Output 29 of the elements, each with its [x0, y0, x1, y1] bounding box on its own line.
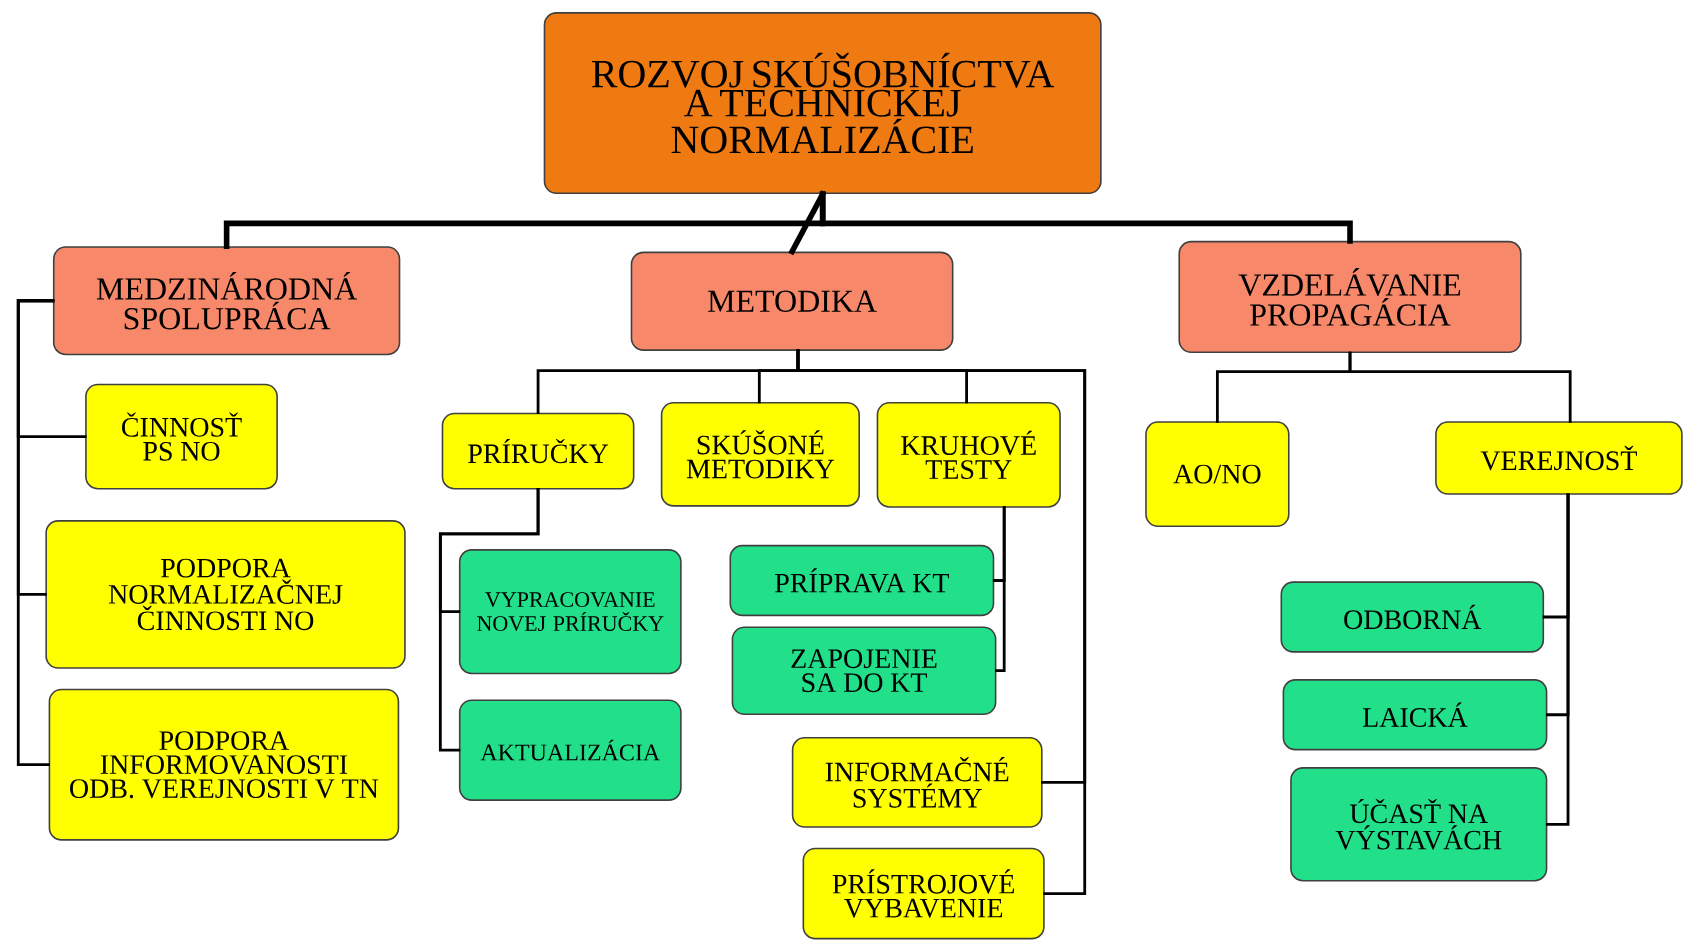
task-box: PRÍRUČKY: [441, 412, 635, 490]
connector-line: [819, 191, 1353, 244]
connector-line: [796, 349, 1087, 896]
connector-line: [1348, 351, 1572, 423]
subtask-box: LAICKÁ: [1282, 679, 1548, 751]
subtask-box: PRÍPRAVA KT: [729, 544, 995, 617]
task-box: SKÚŠONÉ METODIKY: [660, 402, 860, 507]
category-box: MEDZINÁRODNÁ SPOLUPRÁCA: [52, 246, 401, 356]
connector-line: [1545, 493, 1570, 826]
category-box: VZDELÁVANIE PROPAGÁCIA: [1178, 240, 1522, 354]
task-box: ČINNOSŤ PS NO: [85, 383, 278, 490]
task-box: KRUHOVÉ TESTY: [876, 402, 1061, 508]
task-box: INFORMAČNÉ SYSTÉMY: [791, 737, 1043, 828]
task-box: PODPORA NORMALIZAČNEJ ČINNOSTI NO: [45, 520, 406, 669]
subtask-box: ZAPOJENIE SA DO KT: [731, 626, 997, 716]
connector-line: [16, 299, 55, 767]
connector-line: [789, 191, 826, 255]
task-box: VEREJNOSŤ: [1435, 421, 1683, 495]
subtask-box: AKTUALIZÁCIA: [458, 699, 682, 801]
title-box: ROZVOJ SKÚŠOBNÍCTVA A TECHNICKEJ NORMALIZÁCIE: [543, 12, 1102, 195]
subtask-box: ODBORNÁ: [1280, 581, 1545, 653]
subtask-box: VYPRACOVANIE NOVEJ PRÍRUČKY: [458, 549, 682, 675]
connector-line: [995, 506, 1006, 673]
subtask-box: ÚČASŤ NA VÝSTAVÁCH: [1290, 767, 1548, 882]
connector-line: [438, 488, 540, 752]
category-box: METODIKA: [630, 251, 954, 352]
task-box: PRÍSTROJOVÉ VYBAVENIE: [802, 847, 1045, 940]
task-box: AO/NO: [1145, 421, 1290, 528]
task-box: PODPORA INFORMOVANOSTI ODB. VEREJNOSTI V TN: [48, 688, 400, 841]
